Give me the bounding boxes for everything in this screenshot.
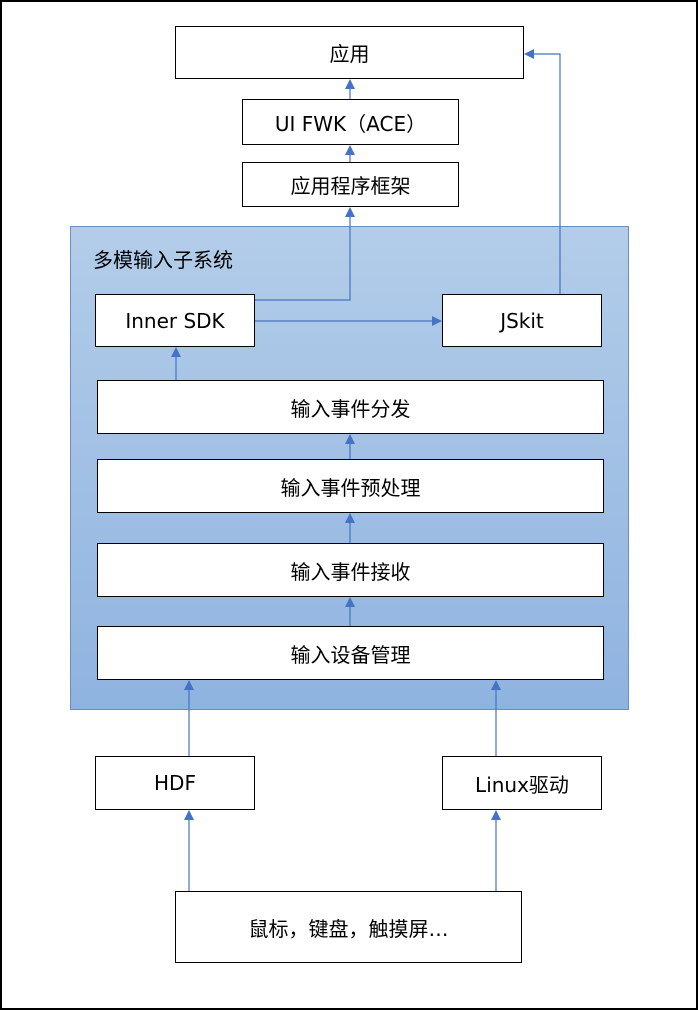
inner-sdk-node: Inner SDK <box>95 294 255 347</box>
jskit-node: JSkit <box>442 294 602 347</box>
subsystem-title: 多模输入子系统 <box>93 248 233 272</box>
app-node: 应用 <box>175 26 524 79</box>
device-manage-node: 输入设备管理 <box>97 626 604 680</box>
event-dispatch-node: 输入事件分发 <box>97 380 604 434</box>
event-preprocess-node: 输入事件预处理 <box>97 459 604 513</box>
ui-fwk-node: UI FWK（ACE） <box>242 99 459 145</box>
linux-driver-node: Linux驱动 <box>442 756 602 810</box>
devices-node: 鼠标，键盘，触摸屏… <box>175 891 522 963</box>
hdf-node: HDF <box>95 756 255 810</box>
app-framework-node: 应用程序框架 <box>242 162 459 207</box>
event-receive-node: 输入事件接收 <box>97 543 604 597</box>
